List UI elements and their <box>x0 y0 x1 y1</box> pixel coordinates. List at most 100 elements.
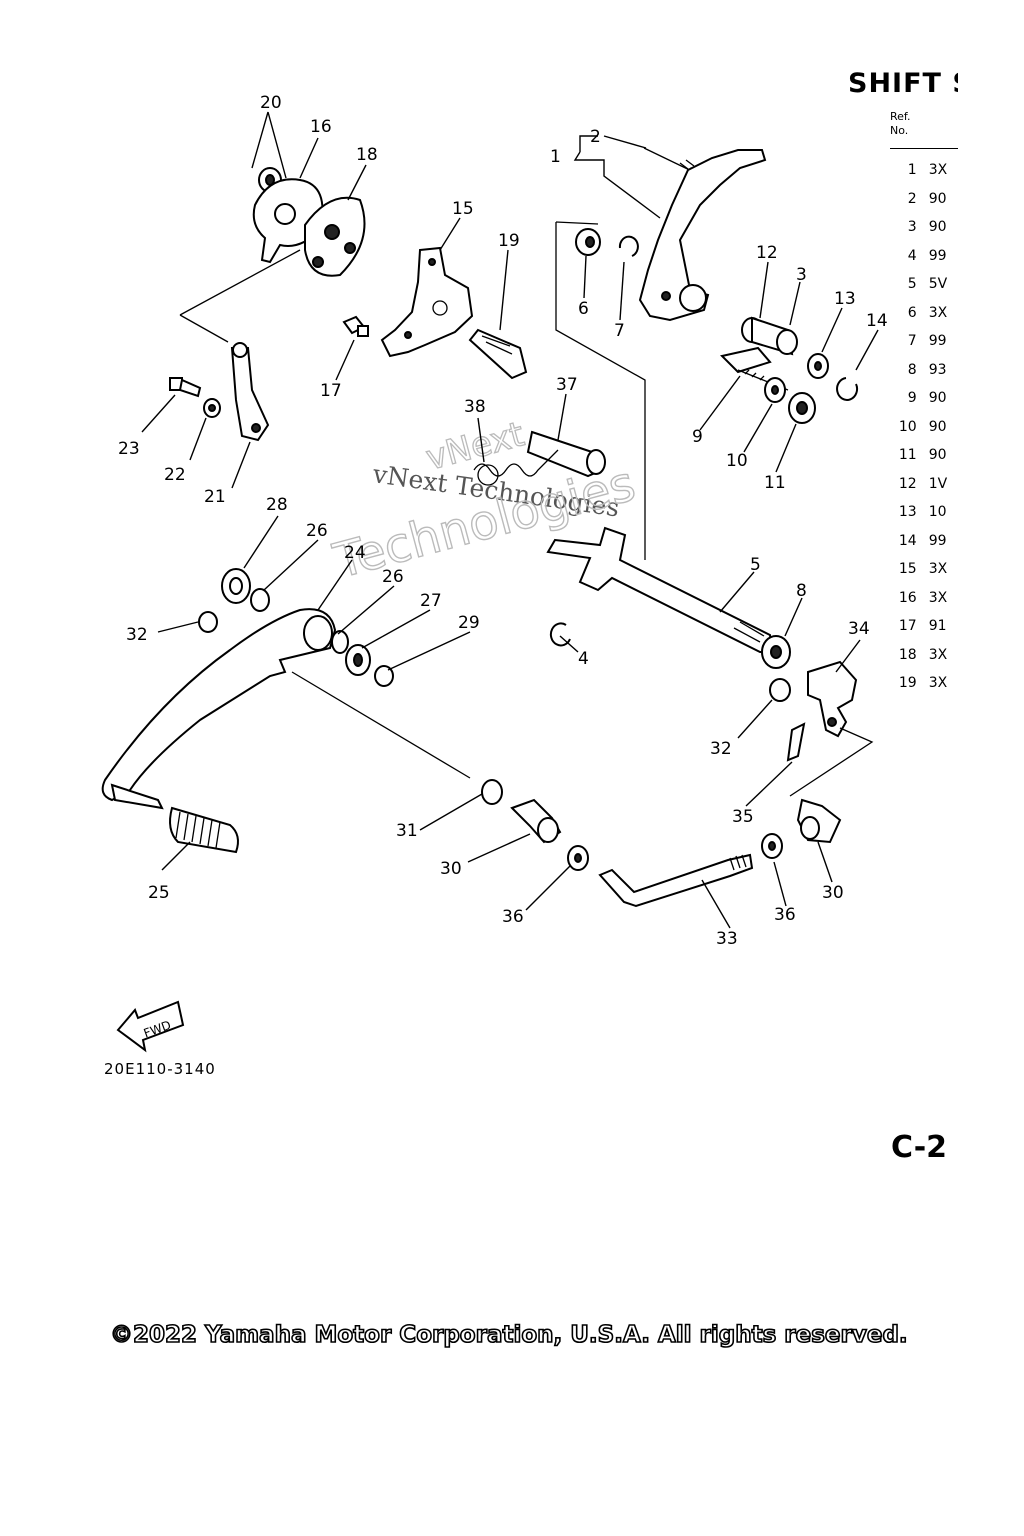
callout-1: 1 <box>550 147 561 167</box>
part-lever-34 <box>807 660 858 738</box>
part-bolt-17 <box>342 315 369 337</box>
callout-16: 16 <box>310 117 332 137</box>
callout-32b: 32 <box>710 739 732 759</box>
ref-part-code: 99 <box>928 247 947 264</box>
part-rod-end-30a <box>510 798 562 844</box>
part-washer-27 <box>345 644 371 676</box>
ref-part-code: 3X <box>928 162 948 178</box>
callout-3: 3 <box>796 265 807 285</box>
no-label: No. <box>890 124 909 137</box>
part-shift-pedal-24 <box>101 608 337 810</box>
ref-table-row: 10 90 <box>896 419 958 448</box>
callout-leaders <box>141 111 879 929</box>
ref-part-code: 3X <box>928 589 948 606</box>
callout-35: 35 <box>732 807 754 827</box>
callout-8: 8 <box>796 581 807 601</box>
ref-table-header: Ref. No. <box>890 110 911 138</box>
ref-label: Ref. <box>890 110 911 123</box>
part-collar-12-3 <box>741 316 798 356</box>
part-nut-36b <box>761 833 783 859</box>
callout-38: 38 <box>464 397 486 417</box>
ref-part-code: 99 <box>928 333 947 349</box>
part-washer-13 <box>807 353 829 379</box>
part-rod-end-30b <box>796 798 842 844</box>
ref-part-code: 5V <box>928 276 948 292</box>
callout-37: 37 <box>556 375 578 395</box>
callout-12: 12 <box>756 243 778 263</box>
ref-no: 2 <box>907 190 917 207</box>
ref-table-row: 3 90 <box>896 219 958 248</box>
callout-33: 33 <box>716 929 738 949</box>
part-nut-11 <box>788 392 816 424</box>
ref-part-code: 3X <box>928 561 948 577</box>
part-circlip-14 <box>836 377 859 401</box>
ref-part-code: 90 <box>928 418 947 435</box>
ref-no: 19 <box>898 675 917 691</box>
ref-no: 6 <box>907 304 917 321</box>
ref-no: 1 <box>907 162 917 178</box>
ref-part-code: 91 <box>928 618 947 634</box>
callout-22: 22 <box>164 465 186 485</box>
part-seal-8 <box>761 635 791 669</box>
ref-part-code: 99 <box>928 532 947 549</box>
ref-table-row: 9 90 <box>896 390 958 419</box>
callout-34: 34 <box>848 619 870 639</box>
callout-26b: 26 <box>382 567 404 587</box>
ref-no: 3 <box>907 219 917 235</box>
ref-no: 9 <box>907 390 917 406</box>
ref-part-code: 90 <box>928 190 947 207</box>
callout-36: 36 <box>502 907 524 927</box>
ref-table-row: 2 90 <box>896 191 958 220</box>
callout-13: 13 <box>834 289 856 309</box>
callout-15: 15 <box>452 199 474 219</box>
ref-part-code: 90 <box>928 219 947 235</box>
page-code: C-2 <box>891 1130 948 1165</box>
part-bolt-35 <box>786 722 806 762</box>
ref-table-rule <box>890 148 958 149</box>
ref-part-code: 3X <box>928 646 948 663</box>
copyright-notice: ©2022 Yamaha Motor Corporation, U.S.A. A… <box>109 1321 908 1349</box>
callout-10: 10 <box>726 451 748 471</box>
part-nut-32b <box>769 678 791 702</box>
part-lever-21 <box>230 342 270 442</box>
ref-no: 10 <box>898 418 917 435</box>
callout-28: 28 <box>266 495 288 515</box>
callout-numbers: 20 16 18 15 19 17 23 22 21 2 1 6 7 12 3 … <box>118 93 888 949</box>
part-lever-9 <box>720 346 789 391</box>
part-pin-19 <box>468 328 528 380</box>
part-washer-31 <box>481 779 503 805</box>
callout-31: 31 <box>396 821 418 841</box>
callout-30: 30 <box>440 859 462 879</box>
callout-6: 6 <box>578 299 589 319</box>
callout-14: 14 <box>866 311 888 331</box>
callout-19: 19 <box>498 231 520 251</box>
part-rubber-25 <box>169 806 239 854</box>
callout-24: 24 <box>344 543 366 563</box>
callout-17: 17 <box>320 381 342 401</box>
ref-no: 4 <box>907 247 917 264</box>
ref-table-row: 7 99 <box>896 333 958 362</box>
ref-no: 7 <box>907 333 917 349</box>
callout-4: 4 <box>578 649 589 669</box>
part-washer-10 <box>764 377 786 403</box>
part-shift-arm-1 <box>638 149 767 322</box>
ref-part-code: 90 <box>928 390 947 406</box>
callout-18: 18 <box>356 145 378 165</box>
callout-29: 29 <box>458 613 480 633</box>
callout-7: 7 <box>614 321 625 341</box>
ref-table-row: 1 3X <box>896 162 958 191</box>
part-circlip-7 <box>618 235 639 257</box>
callout-26: 26 <box>306 521 328 541</box>
fwd-arrow-icon: FWD <box>116 1000 185 1053</box>
